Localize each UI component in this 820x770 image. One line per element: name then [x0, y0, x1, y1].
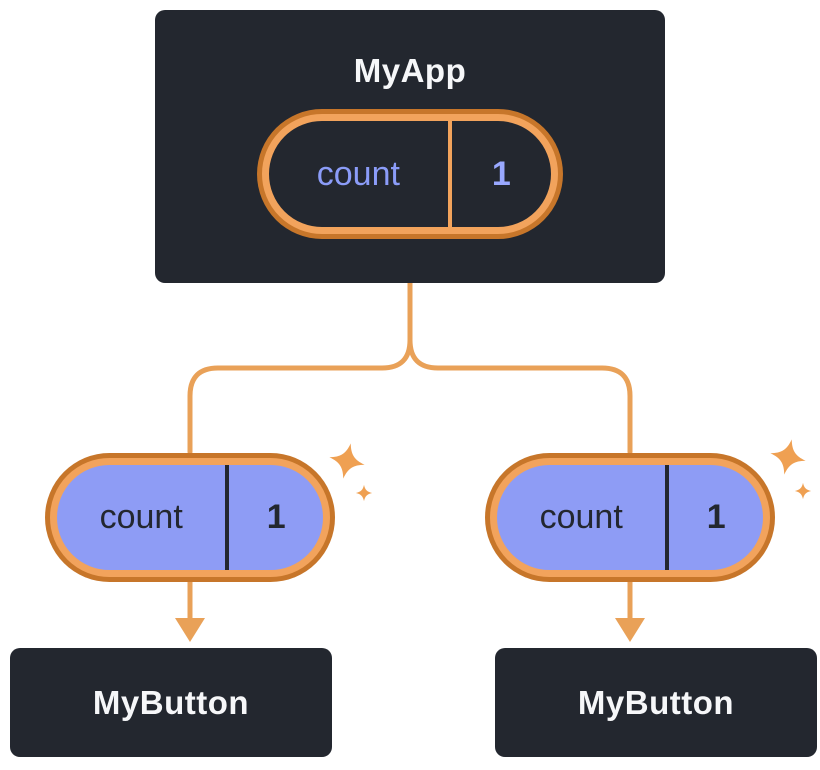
prop-name: count: [99, 498, 183, 536]
pill-divider: [665, 465, 670, 570]
prop-value: 1: [266, 498, 286, 536]
prop-value: 1: [706, 498, 726, 536]
connector-right-branch: [407, 337, 633, 455]
mybutton-title: MyButton: [92, 683, 250, 721]
pill-divider: [447, 121, 452, 227]
connector-left-branch: [187, 280, 413, 455]
myapp-title: MyApp: [353, 52, 467, 89]
state-value: 1: [491, 154, 511, 193]
sparkle-icon: [770, 439, 812, 500]
mybutton-box-right: MyButton: [495, 648, 817, 757]
prop-pill-right: count 1: [490, 458, 770, 577]
prop-pill-left: count 1: [50, 458, 330, 577]
sparkle-icon: [329, 443, 373, 502]
prop-name: count: [539, 498, 623, 536]
myapp-box: MyApp count 1: [155, 10, 665, 283]
arrow-down-left-icon: [175, 579, 205, 642]
mybutton-box-left: MyButton: [10, 648, 332, 757]
root-state-pill: count 1: [262, 114, 558, 234]
mybutton-title: MyButton: [577, 683, 735, 721]
pill-divider: [225, 465, 230, 570]
state-name: count: [316, 154, 400, 193]
arrow-down-right-icon: [615, 579, 645, 642]
